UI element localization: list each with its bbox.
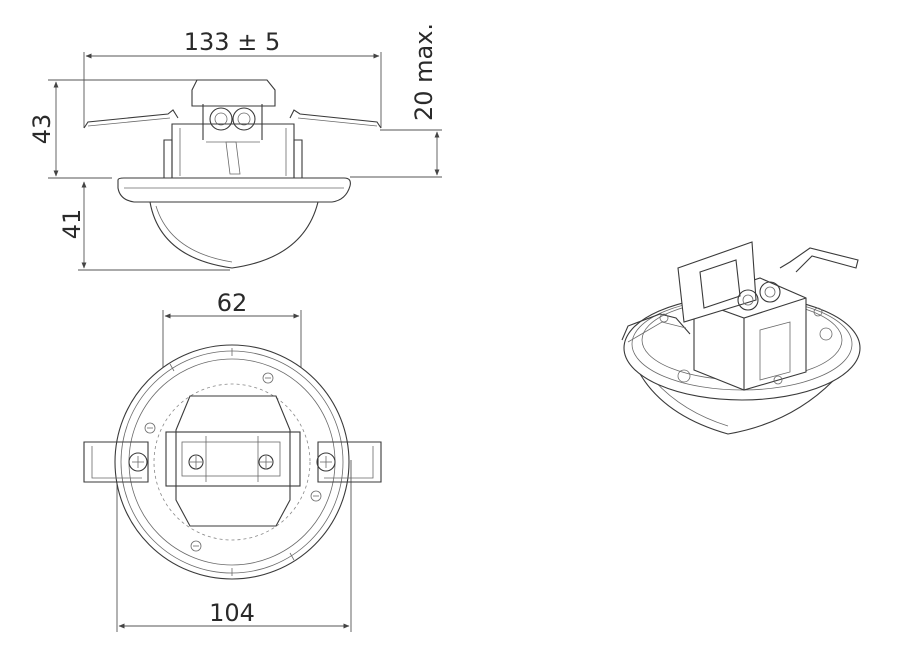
dimension-label-20-max: 20 max. [410, 23, 438, 121]
dimension-label-43: 43 [28, 114, 56, 145]
isometric-view [621, 241, 861, 435]
dimension-20-max: 20 max. [350, 23, 442, 178]
dimension-height-41: 41 [58, 181, 230, 271]
top-view: 62 104 [83, 289, 382, 632]
dimension-diameter-104: 104 [116, 460, 352, 632]
dimension-label-133: 133 ± 5 [184, 28, 280, 56]
dimension-label-62: 62 [217, 289, 248, 317]
dimension-label-104: 104 [209, 599, 255, 627]
dimension-width-side: 133 ± 5 [83, 28, 382, 128]
side-view: 133 ± 5 43 20 max. 41 [28, 23, 442, 271]
dimension-label-41: 41 [58, 209, 86, 240]
dimension-height-43: 43 [28, 79, 210, 179]
